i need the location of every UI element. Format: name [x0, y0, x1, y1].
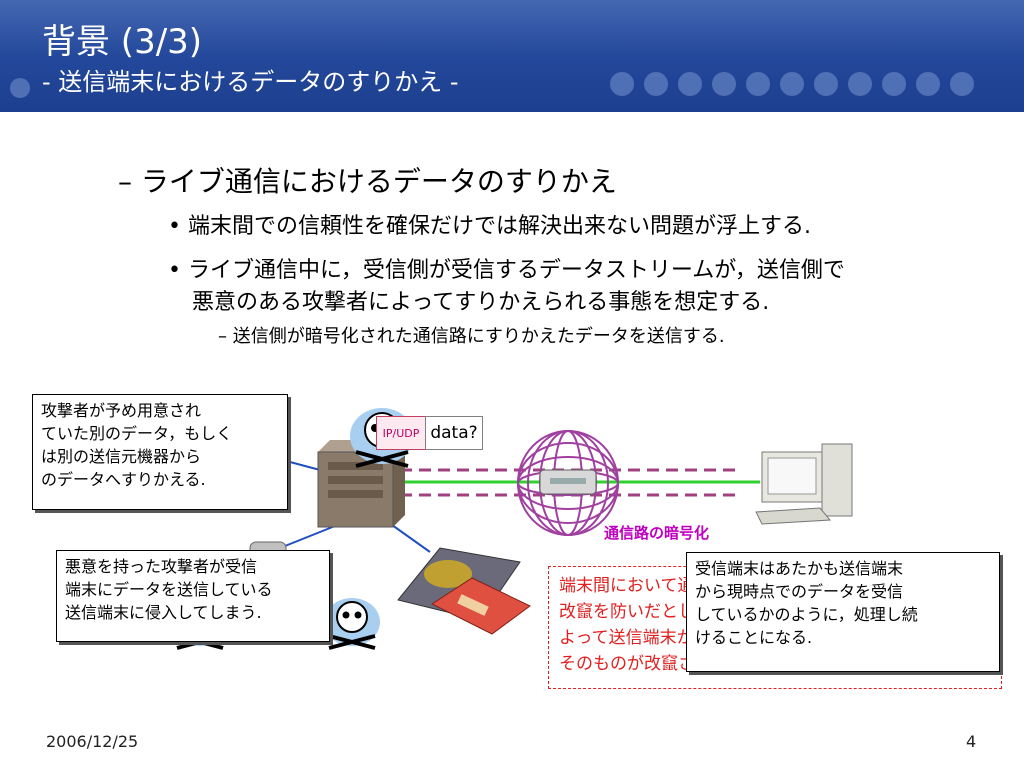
decor-dots — [610, 72, 974, 98]
callout-bottom-left: 悪意を持った攻撃者が受信 端末にデータを送信している 送信端末に侵入してしまう. — [56, 550, 330, 642]
decor-dot — [10, 78, 30, 98]
receiving-pc-icon — [755, 443, 853, 525]
decor-dot — [814, 72, 838, 96]
decor-dot — [916, 72, 940, 96]
encryption-label: 通信路の暗号化 — [604, 524, 710, 542]
callout-line: は別の送信元機器から — [41, 447, 202, 466]
decor-dot — [610, 72, 634, 96]
sub-bullet: – 送信側が暗号化された通信路にすりかえたデータを送信する. — [218, 326, 725, 347]
link-line — [289, 461, 321, 471]
decor-dot — [848, 72, 872, 96]
skull-icon — [324, 598, 380, 650]
callout-line: 悪意を持った攻撃者が受信 — [65, 557, 258, 576]
callout-top-left: 攻撃者が予め用意され ていた別のデータ，もしく は別の送信元機器から のデータへ… — [32, 394, 288, 510]
slide-subtitle: - 送信端末におけるデータのすりかえ - — [42, 68, 459, 96]
packet-payload: data? — [425, 416, 483, 450]
bullet-item-1: • 端末間での信頼性を確保だけでは解決出来ない問題が浮上する. — [168, 214, 811, 239]
video-tape-icon — [430, 577, 531, 635]
callout-line: しているかのように，処理し続 — [695, 605, 918, 624]
callout-line: のデータへすりかえる. — [41, 470, 206, 489]
bullet-level1: – ライブ通信におけるデータのすりかえ — [118, 165, 617, 198]
decor-dot — [712, 72, 736, 96]
callout-line: 受信端末はあたかも送信端末 — [695, 559, 904, 578]
decor-dot — [678, 72, 702, 96]
packet-header: IP/UDP — [376, 416, 426, 450]
footer-date: 2006/12/25 — [46, 732, 139, 751]
title-bar: 背景 (3/3) - 送信端末におけるデータのすりかえ - — [0, 0, 1024, 112]
callout-line: 端末にデータを送信している — [65, 580, 273, 599]
callout-line: 送信端末に侵入してしまう. — [65, 603, 262, 622]
page-number: 4 — [966, 732, 977, 751]
callout-line: けることになる. — [695, 628, 813, 647]
callout-line: から現時点でのデータを受信 — [695, 582, 904, 601]
decor-dot — [780, 72, 804, 96]
bullet-item-2-line1: • ライブ通信中に，受信側が受信するデータストリームが，送信側で — [168, 258, 845, 283]
bullet-item-2-line2: 悪意のある攻撃者によってすりかえられる事態を想定する. — [192, 290, 770, 315]
decor-dot — [950, 72, 974, 96]
callout-line: ていた別のデータ，もしく — [41, 424, 233, 443]
callout-line: 攻撃者が予め用意され — [41, 401, 202, 420]
decor-dot — [882, 72, 906, 96]
decor-dot — [644, 72, 668, 96]
title-bar-shine — [0, 0, 1024, 56]
callout-right: 受信端末はあたかも送信端末 から現時点でのデータを受信 しているかのように，処理… — [686, 552, 1000, 672]
slide-title: 背景 (3/3) — [42, 22, 203, 62]
decor-dot — [746, 72, 770, 96]
router-slot — [550, 478, 586, 484]
